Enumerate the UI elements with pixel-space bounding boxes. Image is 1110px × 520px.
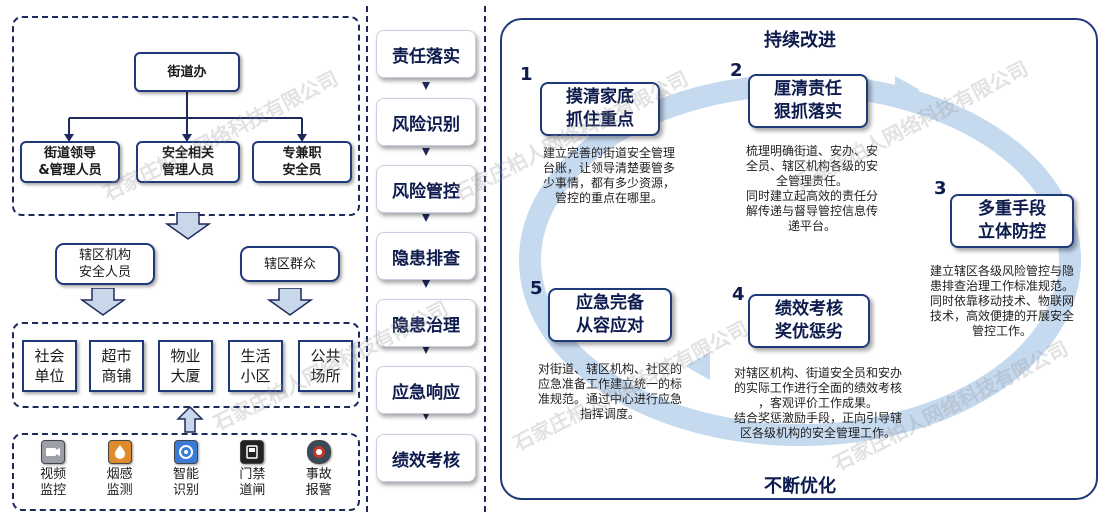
cycle-item-4-desc: 对辖区机构、街道安全员和安办 的实际工作进行全面的绩效考核 ，客观评价工作成果。… [733,366,902,440]
org-box-safety-managers: 安全相关 管理人员 [136,141,240,183]
access-gate-icon [240,440,265,464]
device-label: 烟感 监测 [106,467,133,498]
device-label: 门禁 道闸 [239,467,266,498]
down-arrow-1 [164,212,212,240]
up-arrow [176,405,204,433]
down-arrow-3 [266,288,314,316]
process-steps-column [366,6,486,512]
device-label: 智能 识别 [172,467,199,498]
cycle-item-3-number: 3 [934,178,947,199]
down-arrow-2 [79,288,127,316]
step-risk-identification: 风险识别 [376,98,476,146]
categories-panel [12,322,360,408]
improvement-cycle-panel [500,18,1098,500]
step-responsibility: 责任落实 [376,30,476,78]
category-supermarkets: 超市 商铺 [89,340,144,392]
devices-row: 视频 监控 烟感 监测 智能 识别 门禁 道闸 事故 报警 [20,440,352,506]
cycle-item-2-number: 2 [730,60,743,81]
device-video: 视频 监控 [33,440,73,506]
camera-icon [41,440,66,464]
smoke-sensor-icon [107,440,132,464]
cycle-item-1-number: 1 [520,64,533,85]
cycle-item-4-title: 绩效考核 奖优惩劣 [748,294,870,348]
smart-recognition-icon [173,440,198,464]
org-box-leaders: 街道领导 &管理人员 [20,141,120,183]
cycle-item-1-desc: 建立完善的街道安全管理 台账，让领导清楚要管多 少事情，都有多少资源， 管控的重… [542,146,675,205]
devices-panel [12,433,360,511]
device-alarm: 事故 报警 [299,440,339,506]
device-label: 事故 报警 [305,467,332,498]
step-hazard-remediation: 隐患治理 [376,299,476,347]
cycle-bottom-label: 不断优化 [740,472,860,498]
org-box-safety-officers: 专兼职 安全员 [252,141,352,183]
cycle-item-5-desc: 对街道、辖区机构、社区的 应急准备工作建立统一的标 准规范。通过中心进行应急 指… [537,362,682,421]
alarm-icon [306,440,331,464]
cycle-item-2-title: 厘清责任 狠抓落实 [748,74,868,128]
cycle-item-3-title: 多重手段 立体防控 [950,194,1074,248]
category-residential: 生活 小区 [228,340,283,392]
device-gate: 门禁 道闸 [232,440,272,506]
step-hazard-inspection: 隐患排查 [376,232,476,280]
device-smoke: 烟感 监测 [100,440,140,506]
cycle-item-3-desc: 建立辖区各级风险管控与隐 患排查治理工作标准规范。 同时依靠移动技术、物联网 技… [929,264,1074,338]
category-property-buildings: 物业 大厦 [158,340,213,392]
category-social-units: 社会 单位 [22,340,77,392]
org-top-box: 街道办 [134,52,240,92]
device-recognition: 智能 识别 [166,440,206,506]
org-connector-lines [64,92,307,142]
cycle-top-label: 持续改进 [740,26,860,52]
cycle-item-5-title: 应急完备 从容应对 [548,288,672,342]
group-institution-personnel: 辖区机构 安全人员 [55,243,155,285]
cycle-item-1-title: 摸清家底 抓住重点 [540,82,660,136]
step-emergency-response: 应急响应 [376,366,476,414]
step-chevrons [422,82,430,420]
cycle-item-2-desc: 梳理明确街道、安办、安 全员、辖区机构各级的安 全管理责任。 同时建立起高效的责… [745,144,878,233]
cycle-item-5-number: 5 [530,278,543,299]
step-risk-control: 风险管控 [376,165,476,213]
cycle-item-4-number: 4 [732,284,745,305]
group-public: 辖区群众 [240,246,340,282]
category-public-places: 公共 场所 [298,340,353,392]
device-label: 视频 监控 [40,467,67,498]
step-performance-review: 绩效考核 [376,434,476,482]
